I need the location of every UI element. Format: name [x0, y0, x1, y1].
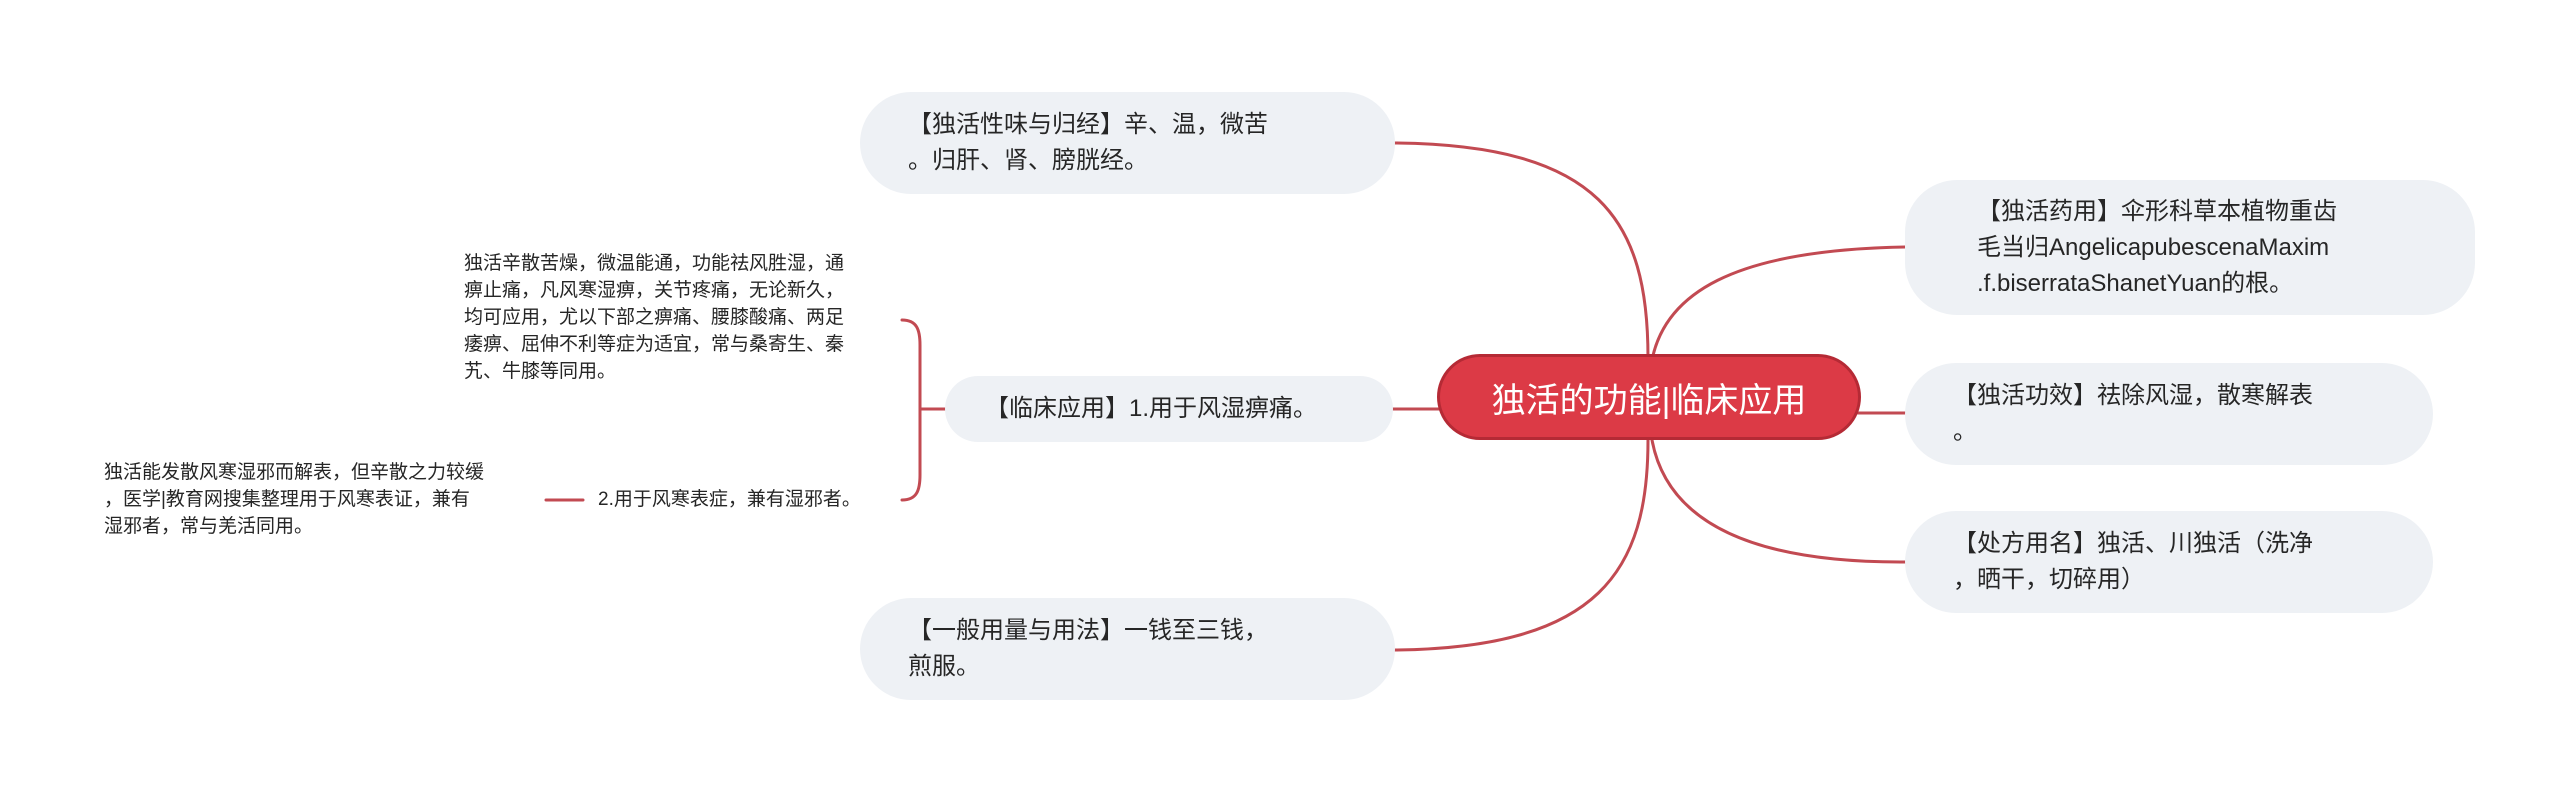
clinical-text: 【临床应用】1.用于风湿痹痛。 [985, 395, 1318, 422]
prescription-node[interactable]: 【处方用名】独活、川独活（洗净 ，晒干，切碎用） [1905, 511, 2433, 613]
flavor-node[interactable]: 【独活性味与归经】辛、温，微苦 。归肝、肾、膀胱经。 [860, 92, 1395, 194]
link-root-dosage [1393, 438, 1650, 652]
flavor-text: 【独活性味与归经】辛、温，微苦 。归肝、肾、膀胱经。 [908, 111, 1268, 174]
link-root-flavor [1393, 141, 1650, 360]
clinical-detail-text: 独活辛散苦燥，微温能通，功能祛风胜湿，通 痹止痛，凡风寒湿痹，关节疼痛，无论新久… [464, 253, 845, 382]
prescription-text: 【处方用名】独活、川独活（洗净 ，晒干，切碎用） [1953, 530, 2313, 593]
link-root-source [1650, 245, 1907, 362]
root-node[interactable]: 独活的功能|临床应用 [1437, 354, 1861, 440]
sub2-label[interactable]: 2.用于风寒表症，兼有湿邪者。 [598, 489, 861, 510]
clinical-node[interactable]: 【临床应用】1.用于风湿痹痛。 [945, 376, 1393, 442]
sub2-detail-text: 独活能发散风寒湿邪而解表，但辛散之力较缓 ，医学|教育网搜集整理用于风寒表证，兼… [104, 462, 485, 537]
source-node[interactable]: 【独活药用】伞形科草本植物重齿 毛当归AngelicapubescenaMaxi… [1905, 180, 2475, 315]
dosage-text: 【一般用量与用法】一钱至三钱， 煎服。 [908, 617, 1268, 680]
link-root-prescription [1650, 438, 1907, 564]
dosage-node[interactable]: 【一般用量与用法】一钱至三钱， 煎服。 [860, 598, 1395, 700]
root-text: 独活的功能|临床应用 [1491, 381, 1807, 420]
effect-node[interactable]: 【独活功效】祛除风湿，散寒解表 。 [1905, 363, 2433, 465]
effect-text: 【独活功效】祛除风湿，散寒解表 。 [1953, 382, 2313, 445]
source-text: 【独活药用】伞形科草本植物重齿 毛当归AngelicapubescenaMaxi… [1977, 197, 2337, 297]
link-clinical-bracket [900, 318, 947, 502]
